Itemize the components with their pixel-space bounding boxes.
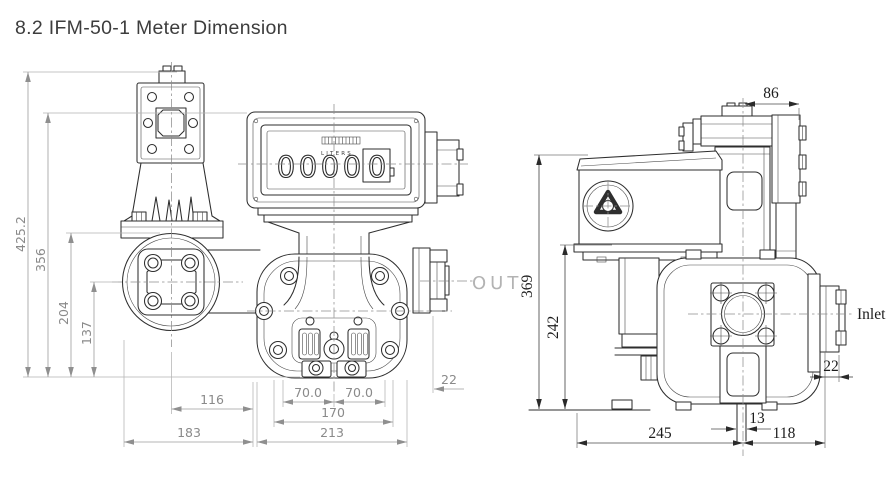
dim-369: 369 <box>519 275 536 299</box>
dim-22-front: 22 <box>441 372 457 387</box>
dim-70-right: 70.0 <box>345 385 373 400</box>
dim-total-height: 425.2 <box>13 216 28 252</box>
dim-86: 86 <box>763 85 779 102</box>
front-view-centerlines <box>112 62 473 392</box>
dim-13: 13 <box>749 410 765 427</box>
dim-counter-top: 356 <box>33 248 48 272</box>
dim-118: 118 <box>773 425 796 442</box>
register-housing <box>573 150 723 263</box>
meter-body <box>254 253 410 379</box>
counter-digit: 0 <box>321 150 339 184</box>
side-view-centerlines <box>688 98 852 456</box>
dim-183: 183 <box>177 425 201 440</box>
counter-base-plates <box>257 207 419 257</box>
top-cylinder-assembly <box>678 102 807 259</box>
inlet-port-label: Inlet <box>857 306 886 323</box>
dim-213: 213 <box>320 425 344 440</box>
pump-housing <box>528 249 821 442</box>
page-title: 8.2 IFM-50-1 Meter Dimension <box>15 17 288 39</box>
inlet-assembly <box>807 273 847 373</box>
front-view-dimensions: 425.2 356 204 137 116 183 70.0 70.0 170 … <box>13 71 464 447</box>
counter-label-strip <box>321 136 361 145</box>
dim-rear-flange-top: 204 <box>56 301 71 325</box>
rear-inlet-assembly <box>120 65 224 239</box>
dim-70-left: 70.0 <box>294 385 322 400</box>
dim-22-side: 22 <box>823 358 839 375</box>
counter-digit: 0 <box>299 150 317 184</box>
front-view: LITERS 0 0 0 0 0 OUT <box>13 62 522 447</box>
dim-245: 245 <box>648 425 672 442</box>
counter-digit: 0 <box>277 150 295 184</box>
outlet-assembly <box>412 247 450 314</box>
last-digit-frame <box>362 148 391 183</box>
side-view-dimensions: 86 369 242 245 13 118 22 <box>519 85 853 448</box>
flange-pipe <box>199 249 261 314</box>
counter-digit: 0 <box>343 150 361 184</box>
counter-digit: 0 <box>368 150 386 184</box>
counter-assembly: LITERS 0 0 0 0 0 <box>246 111 464 209</box>
counter-column <box>714 146 771 259</box>
counter-unit-label: LITERS <box>321 151 353 157</box>
outlet-port-label: OUT <box>472 273 522 294</box>
dim-242: 242 <box>545 316 562 339</box>
side-view: Inlet 86 369 242 245 13 118 22 <box>519 85 886 456</box>
dim-116: 116 <box>200 392 224 407</box>
dim-170: 170 <box>321 405 345 420</box>
dim-outlet-center: 137 <box>79 321 94 345</box>
